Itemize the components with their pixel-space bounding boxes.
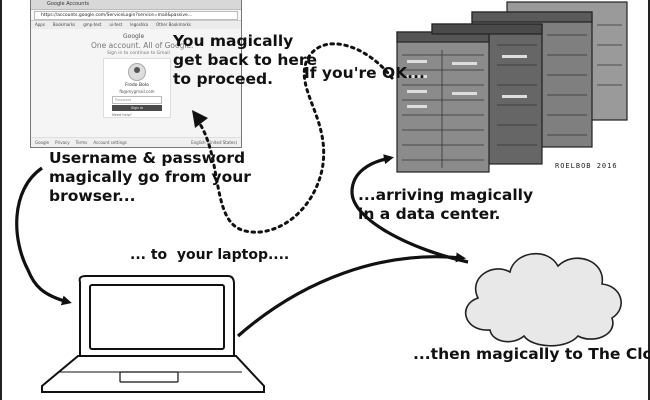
bookmark-item: gmp-test	[83, 22, 102, 27]
bookmark-item: Other Bookmarks	[156, 22, 192, 27]
user-email: fb@mygmail.com	[119, 89, 155, 94]
caption-credentials: Username & password magically go from yo…	[49, 149, 251, 205]
server-rack-icon	[396, 1, 628, 173]
bookmark-item: ui-test	[109, 22, 123, 27]
signin-button: Sign in	[112, 105, 162, 111]
password-field: Password	[112, 96, 162, 104]
dotted-arrow-head	[192, 110, 208, 128]
footer-link: Privacy	[55, 140, 70, 145]
arrow-browser-to-laptop	[15, 166, 72, 306]
arrow-cloud-to-datacenter	[350, 154, 469, 264]
google-logo: Google	[123, 33, 145, 40]
browser-tab: Google Accounts	[31, 0, 241, 10]
artist-signature: ROELBOB 2016	[555, 162, 618, 170]
arrow-laptop-to-cloud	[236, 252, 466, 338]
caption-back-here: You magically get back to here to procee…	[173, 32, 318, 88]
url-field: https://accounts.google.com/ServiceLogin…	[34, 10, 238, 20]
laptop-icon	[41, 275, 265, 393]
bookmark-item: Bookmarks	[52, 22, 76, 27]
user-name: Frodo Bolo	[125, 83, 149, 88]
cloud-icon	[465, 252, 622, 347]
language-select: English (United States)	[191, 140, 237, 145]
caption-cloud: ...then magically to The Cloud.	[413, 345, 650, 363]
footer-link: Account settings	[93, 140, 127, 145]
caption-laptop: ... to your laptop....	[130, 247, 290, 263]
signin-card: Frodo Bolo fb@mygmail.com Password Sign …	[103, 58, 171, 118]
bookmark-item: legoshka	[130, 22, 149, 27]
help-link: Need help?	[112, 113, 132, 117]
signin-subtitle: Sign in to continue to Gmail	[107, 51, 170, 56]
browser-screenshot: Google Accounts https://accounts.google.…	[30, 0, 242, 148]
caption-data-center: ...arriving magically in a data center.	[358, 186, 534, 223]
page-footer: Google Privacy Terms Account settings En…	[31, 137, 241, 147]
bookmark-item: Apps	[35, 22, 45, 27]
avatar	[128, 63, 146, 81]
footer-link: Google	[35, 140, 50, 145]
caption-if-ok: If you're OK...	[304, 64, 425, 82]
footer-link: Terms	[75, 140, 88, 145]
arrow-datacenter-to-browser	[198, 42, 394, 234]
tagline: One account. All of Google.	[91, 41, 194, 50]
address-bar: https://accounts.google.com/ServiceLogin…	[31, 10, 241, 21]
signin-page: Google One account. All of Google. Sign …	[31, 29, 241, 147]
